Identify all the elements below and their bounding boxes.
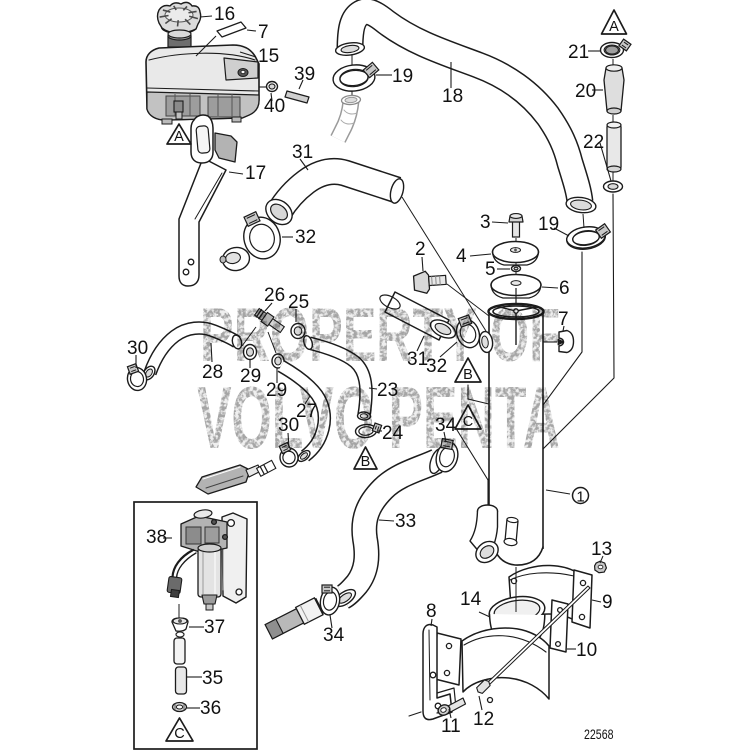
svg-text:4: 4 <box>456 246 467 267</box>
svg-text:22: 22 <box>583 132 604 153</box>
svg-text:B: B <box>361 454 371 470</box>
svg-text:7: 7 <box>258 22 269 43</box>
svg-text:19: 19 <box>392 66 413 87</box>
svg-text:A: A <box>174 129 184 145</box>
svg-text:23: 23 <box>377 380 398 401</box>
svg-text:36: 36 <box>200 698 221 719</box>
svg-text:2: 2 <box>415 239 426 260</box>
svg-text:12: 12 <box>473 709 494 730</box>
svg-text:C: C <box>463 414 473 430</box>
svg-text:PROPERTY OF: PROPERTY OF <box>200 293 560 378</box>
svg-text:VOLVO PENTA: VOLVO PENTA <box>197 368 560 467</box>
svg-text:17: 17 <box>245 163 266 184</box>
svg-text:25: 25 <box>288 292 309 313</box>
svg-text:3: 3 <box>480 212 491 233</box>
svg-text:34: 34 <box>435 415 457 436</box>
svg-text:29: 29 <box>266 380 287 401</box>
svg-text:PROPERTY OF: PROPERTY OF <box>200 293 560 378</box>
svg-text:19: 19 <box>538 214 559 235</box>
svg-text:C: C <box>174 726 184 742</box>
svg-text:A: A <box>609 19 619 35</box>
svg-text:37: 37 <box>204 617 225 638</box>
svg-text:32: 32 <box>426 356 447 377</box>
svg-text:B: B <box>463 367 473 383</box>
svg-text:34: 34 <box>323 625 345 646</box>
svg-text:31: 31 <box>407 349 428 370</box>
svg-text:31: 31 <box>292 142 313 163</box>
svg-text:22568: 22568 <box>584 727 614 742</box>
svg-text:11: 11 <box>441 716 461 737</box>
svg-text:40: 40 <box>264 96 285 117</box>
svg-text:33: 33 <box>395 511 416 532</box>
svg-text:38: 38 <box>146 527 167 548</box>
svg-text:32: 32 <box>295 227 316 248</box>
svg-text:18: 18 <box>442 86 463 107</box>
svg-text:21: 21 <box>568 42 589 63</box>
svg-text:30: 30 <box>127 338 148 359</box>
svg-text:30: 30 <box>278 415 299 436</box>
svg-text:24: 24 <box>382 423 404 444</box>
svg-text:13: 13 <box>591 539 612 560</box>
svg-text:9: 9 <box>602 592 613 613</box>
svg-text:29: 29 <box>240 366 261 387</box>
svg-text:39: 39 <box>294 64 315 85</box>
svg-text:20: 20 <box>575 81 596 102</box>
svg-text:10: 10 <box>576 640 597 661</box>
svg-text:5: 5 <box>485 259 496 280</box>
svg-text:14: 14 <box>460 589 482 610</box>
svg-text:27: 27 <box>296 401 317 422</box>
svg-text:15: 15 <box>258 46 279 67</box>
svg-text:7: 7 <box>558 309 569 330</box>
svg-text:28: 28 <box>202 362 223 383</box>
svg-text:8: 8 <box>426 601 437 622</box>
svg-text:VOLVO PENTA: VOLVO PENTA <box>197 368 560 467</box>
svg-text:16: 16 <box>214 4 235 25</box>
svg-text:26: 26 <box>264 285 285 306</box>
svg-text:1: 1 <box>576 489 584 506</box>
svg-text:35: 35 <box>202 668 223 689</box>
svg-text:6: 6 <box>559 278 570 299</box>
